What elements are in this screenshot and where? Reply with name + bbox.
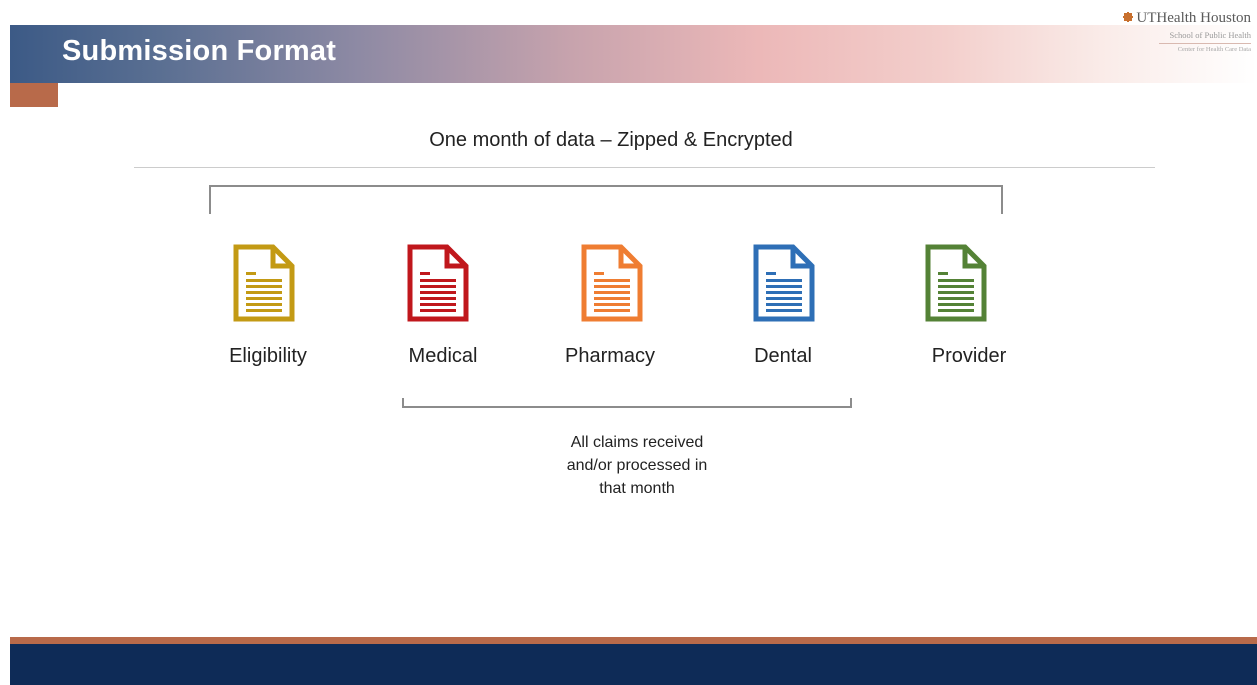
header-banner: [10, 25, 1257, 83]
all-files-bracket: [209, 185, 1003, 214]
headline: One month of data – Zipped & Encrypted: [429, 129, 793, 151]
dental-label: Dental: [754, 345, 812, 367]
provider-label: Provider: [931, 345, 1007, 367]
page-title: Submission Format: [62, 35, 337, 67]
footer-bar: [10, 644, 1257, 685]
pharmacy-label: Pharmacy: [564, 345, 656, 367]
logo-divider: [1159, 43, 1251, 44]
provider-document-icon: [925, 244, 987, 322]
claims-note-line: All claims received: [570, 434, 704, 451]
eligibility-document-icon: [233, 244, 295, 322]
uthealth-logo: UTHealth Houston School of Public Health…: [1123, 10, 1251, 53]
headline-divider: [134, 167, 1155, 168]
claims-note-line: that month: [599, 480, 675, 497]
logo-school: School of Public Health: [1169, 30, 1251, 40]
logo-center: Center for Health Care Data: [1177, 46, 1251, 53]
dental-document-icon: [753, 244, 815, 322]
logo-mark-icon: [1123, 12, 1134, 22]
logo-name: UTHealth Houston: [1136, 10, 1251, 26]
pharmacy-document-icon: [581, 244, 643, 322]
header-accent-block: [10, 83, 58, 107]
claims-note-line: and/or processed in: [566, 457, 708, 474]
medical-label: Medical: [408, 345, 478, 367]
footer-accent-stripe: [10, 637, 1257, 644]
medical-document-icon: [407, 244, 469, 322]
claims-note: All claims received and/or processed in …: [527, 431, 747, 500]
claims-bracket: [402, 398, 852, 408]
eligibility-label: Eligibility: [229, 345, 307, 367]
